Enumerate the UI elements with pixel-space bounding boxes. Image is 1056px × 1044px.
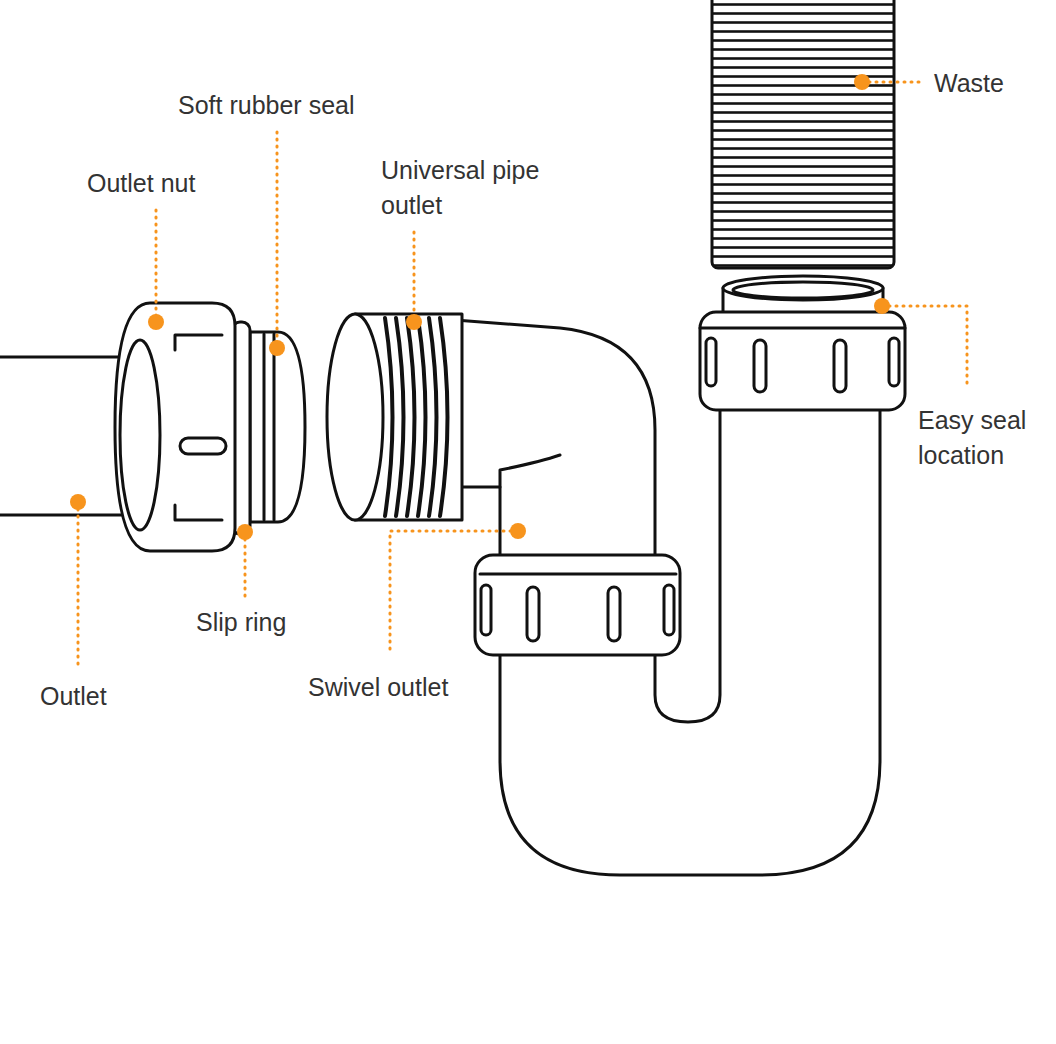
leader-dot — [854, 74, 870, 90]
leader-lines — [78, 82, 967, 670]
collar-rim — [723, 276, 883, 300]
part-label: Swivel outlet — [308, 670, 528, 705]
leader-line — [155, 210, 158, 322]
outlet-nut — [115, 303, 235, 551]
leader-dot — [70, 494, 86, 510]
leader-line — [276, 132, 279, 348]
part-label: Outlet — [40, 679, 180, 714]
collar-inner — [733, 282, 873, 298]
universal-outlet — [327, 314, 462, 520]
seal-groove — [263, 334, 266, 520]
elbow — [455, 320, 655, 560]
leader-line — [862, 81, 925, 84]
leader-dot — [406, 314, 422, 330]
rubber-seal — [250, 332, 305, 522]
leader-line — [244, 532, 247, 600]
waste-pipe — [712, 0, 894, 268]
part-label: Easy seal location — [918, 403, 1053, 473]
nut-rib — [175, 335, 222, 350]
nut-rib — [608, 587, 620, 641]
nut-rib — [706, 338, 716, 386]
pipe-edge — [0, 514, 140, 517]
nut-rib — [754, 340, 766, 392]
leader-dot — [148, 314, 164, 330]
leader-line — [413, 232, 416, 322]
nut-opening — [120, 340, 160, 530]
leader-line — [390, 531, 518, 655]
leader-dot — [269, 340, 285, 356]
part-label: Slip ring — [196, 605, 356, 640]
elbow-gusset — [500, 455, 560, 487]
leader-line — [882, 306, 967, 388]
leader-dot — [510, 523, 526, 539]
leader-dots — [70, 74, 890, 540]
top-nut — [700, 276, 905, 410]
outlet-opening — [327, 314, 383, 520]
leader-line — [77, 502, 80, 670]
nut-rib — [175, 505, 222, 520]
nut-edge — [700, 327, 905, 330]
nut-rib — [834, 340, 846, 392]
part-label: Waste — [934, 66, 1054, 101]
leader-dot — [874, 298, 890, 314]
part-label: Outlet nut — [87, 166, 287, 201]
nut-rib — [527, 587, 539, 641]
nut-rib — [481, 585, 491, 635]
nut-edge — [480, 573, 676, 576]
nut-rib — [664, 585, 674, 635]
leader-dot — [237, 524, 253, 540]
corrugated-hose — [712, 0, 894, 268]
nut-rib — [889, 338, 899, 386]
threads — [385, 318, 448, 516]
seal-groove — [273, 334, 276, 520]
nut-body — [475, 555, 680, 655]
nut-body — [700, 312, 905, 410]
nut-body — [115, 303, 235, 551]
swivel-nut — [475, 555, 680, 655]
part-label: Soft rubber seal — [178, 88, 438, 123]
part-label: Universal pipe outlet — [381, 153, 576, 223]
nut-rib — [180, 438, 226, 454]
